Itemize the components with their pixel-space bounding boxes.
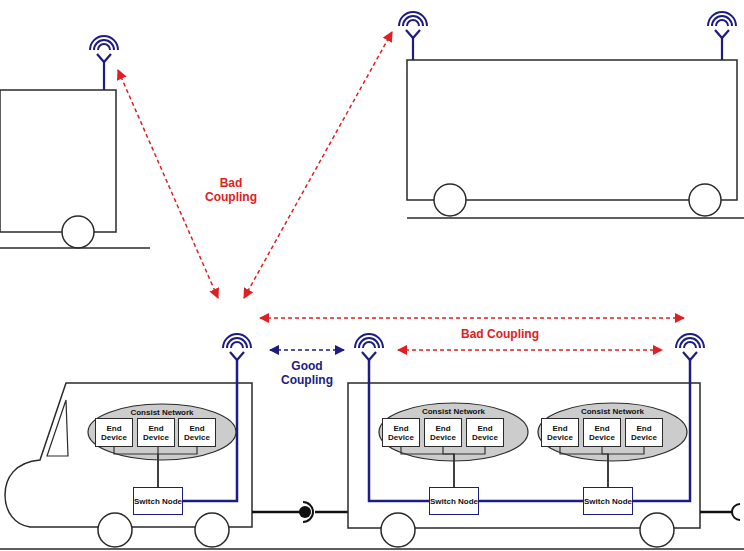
- switch-node-box: Switch Node: [583, 487, 633, 515]
- switch-node-box: Switch Node: [429, 487, 479, 515]
- consist-network-ellipse: Consist NetworkEnd Device End Device End D…: [87, 403, 237, 461]
- end-device-box: End Device: [625, 418, 663, 447]
- node-text: Switch Node: [134, 497, 182, 506]
- network-title: Consist Network: [581, 407, 644, 416]
- network-title: Consist Network: [130, 408, 193, 417]
- node-text: Switch Node: [584, 497, 632, 506]
- switch-node-box: Switch Node: [133, 487, 183, 515]
- coupling-label: Bad Coupling: [199, 176, 263, 204]
- node-text: End Device: [425, 424, 461, 442]
- node-text: Switch Node: [430, 497, 478, 506]
- consist-network-ellipse: Consist NetworkEnd DeviceEnd DeviceEnd D…: [378, 402, 529, 462]
- node-text: End Device: [138, 424, 174, 442]
- end-device-box: End Device: [95, 418, 133, 447]
- coupling-label: Bad Coupling: [445, 327, 555, 341]
- end-device-box: End Device: [178, 418, 216, 447]
- node-text: End Device: [179, 424, 215, 442]
- end-device-box: End Device: [137, 418, 175, 447]
- node-text: End Device: [96, 424, 132, 442]
- consist-network-ellipse: Consist NetworkEnd DeviceEnd DeviceEnd D…: [537, 402, 688, 462]
- node-text: End Device: [542, 424, 578, 442]
- network-link: [479, 500, 583, 503]
- end-device-box: End Device: [541, 418, 579, 447]
- node-text: End Device: [467, 424, 503, 442]
- node-text: End Device: [626, 424, 662, 442]
- end-device-box: End Device: [424, 418, 462, 447]
- end-device-box: End Device: [382, 418, 420, 447]
- end-device-box: End Device: [583, 418, 621, 447]
- coupling-label: Good Coupling: [275, 359, 339, 387]
- node-text: End Device: [584, 424, 620, 442]
- network-title: Consist Network: [422, 407, 485, 416]
- end-device-box: End Device: [466, 418, 504, 447]
- node-text: End Device: [383, 424, 419, 442]
